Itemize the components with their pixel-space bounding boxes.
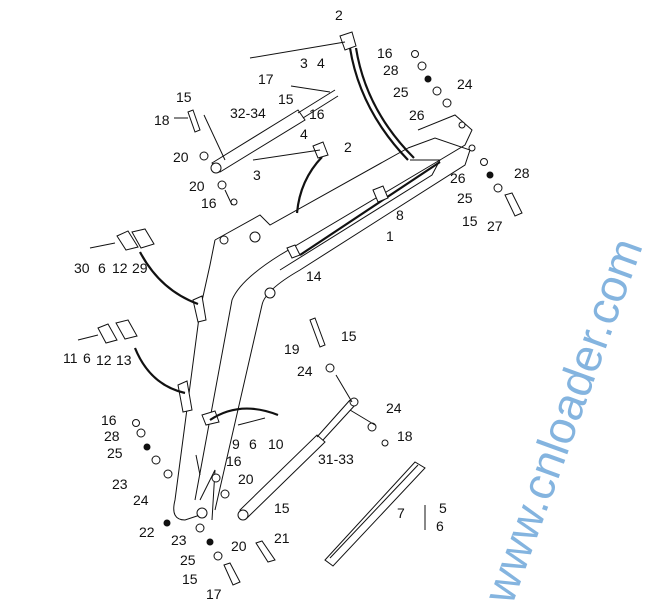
part-number-labels: 2 3 4 16 28 24 25 26 17 15 15 32-34 16 1… — [63, 7, 530, 602]
part-label: 6 — [98, 260, 106, 276]
part-label: 20 — [189, 178, 205, 194]
watermark: www.cnloader.com — [472, 231, 647, 610]
part-label: 7 — [397, 505, 405, 521]
part-label: 2 — [344, 139, 352, 155]
part-label: 9 — [232, 436, 240, 452]
part-label: 20 — [173, 149, 189, 165]
part-label: 16 — [101, 412, 117, 428]
part-label: 15 — [176, 89, 192, 105]
part-label: 31-33 — [318, 451, 354, 467]
part-label: 29 — [132, 260, 148, 276]
part-label: 15 — [274, 500, 290, 516]
part-label: 28 — [383, 62, 399, 78]
part-label: 15 — [182, 571, 198, 587]
cylinder-32-34 — [210, 89, 339, 174]
part-label: 14 — [306, 268, 322, 284]
part-label: 27 — [487, 218, 503, 234]
part-label: 24 — [457, 76, 473, 92]
part-label: 26 — [409, 107, 425, 123]
part-label: 25 — [180, 552, 196, 568]
part-label: 16 — [309, 106, 325, 122]
part-label: 12 — [112, 260, 128, 276]
part-label: 28 — [514, 165, 530, 181]
part-label: 5 — [439, 500, 447, 516]
part-label: 12 — [96, 352, 112, 368]
cylinder-31-33 — [237, 397, 359, 521]
part-label: 18 — [154, 112, 170, 128]
part-label: 6 — [249, 436, 257, 452]
part-label: 16 — [201, 195, 217, 211]
part-label: 15 — [462, 213, 478, 229]
part-label: 2 — [335, 7, 343, 23]
part-label: 25 — [107, 445, 123, 461]
part-label: 3 — [300, 55, 308, 71]
part-label: 1 — [386, 228, 394, 244]
part-label: 30 — [74, 260, 90, 276]
part-label: 28 — [104, 428, 120, 444]
part-label: 21 — [274, 530, 290, 546]
part-label: 3 — [253, 167, 261, 183]
part-label: 6 — [436, 518, 444, 534]
part-label: 24 — [386, 400, 402, 416]
part-label: 4 — [300, 126, 308, 142]
part-label: 15 — [341, 328, 357, 344]
part-label: 11 — [63, 350, 78, 366]
part-label: 4 — [317, 55, 325, 71]
part-label: 16 — [377, 45, 393, 61]
pins-and-washers — [77, 41, 523, 586]
part-label: 20 — [231, 538, 247, 554]
clamps — [97, 31, 357, 344]
part-label: 22 — [139, 524, 155, 540]
part-label: 24 — [133, 492, 149, 508]
part-label: 15 — [278, 91, 294, 107]
hydraulic-hoses — [133, 47, 415, 421]
part-label: 32-34 — [230, 105, 266, 121]
part-label: 8 — [396, 207, 404, 223]
part-label: 26 — [450, 170, 466, 186]
part-label: 23 — [112, 476, 128, 492]
part-label: 10 — [268, 436, 284, 452]
part-label: 20 — [238, 471, 254, 487]
guard-strip-7 — [324, 461, 426, 567]
part-label: 17 — [258, 71, 274, 87]
part-label: 17 — [206, 586, 222, 602]
part-label: 25 — [393, 84, 409, 100]
part-label: 13 — [116, 352, 132, 368]
part-label: 25 — [457, 190, 473, 206]
part-label: 16 — [226, 453, 242, 469]
part-label: 6 — [83, 350, 91, 366]
part-label: 18 — [397, 428, 413, 444]
part-label: 19 — [284, 341, 300, 357]
part-label: 24 — [297, 363, 313, 379]
part-label: 23 — [171, 532, 187, 548]
